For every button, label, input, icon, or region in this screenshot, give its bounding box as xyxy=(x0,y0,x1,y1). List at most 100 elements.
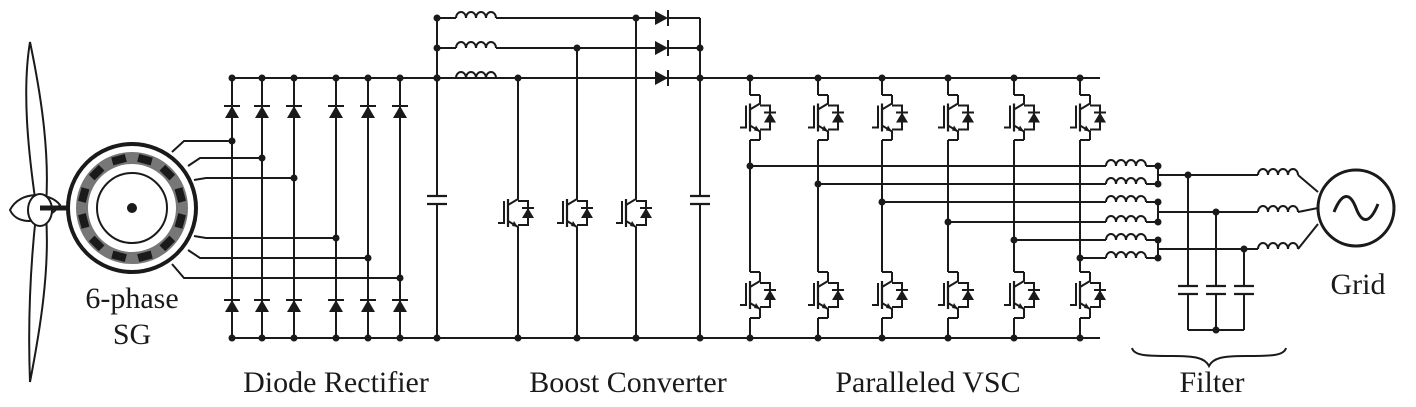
filter-brace xyxy=(1131,347,1287,369)
igbt-gate xyxy=(1070,283,1077,306)
junction-dot xyxy=(396,334,404,342)
diode xyxy=(286,299,302,312)
inductor xyxy=(1257,205,1299,213)
diode-triangle xyxy=(329,300,343,312)
junction-dot xyxy=(944,334,952,342)
igbt-collector xyxy=(1079,95,1091,111)
inductor xyxy=(1105,233,1147,241)
diode xyxy=(392,299,408,312)
diode-triangle xyxy=(255,300,269,312)
stator-slot xyxy=(78,213,90,229)
igbt-emitter xyxy=(947,302,959,318)
junction-dot xyxy=(228,74,236,82)
rectifier-label: Diode Rectifier xyxy=(243,366,429,399)
diode xyxy=(360,299,376,312)
diode-triangle xyxy=(225,300,239,312)
junction-dot xyxy=(514,74,522,82)
diode-triangle xyxy=(361,106,375,118)
igbt-switch xyxy=(872,95,908,140)
stator-slot xyxy=(88,235,105,252)
inductor xyxy=(455,41,497,49)
diode-triangle xyxy=(655,11,668,25)
inductor xyxy=(1105,195,1147,203)
igbt-emitter xyxy=(1013,124,1025,140)
igbt-diode-triangle xyxy=(896,290,908,300)
junction-dot xyxy=(1154,254,1162,262)
junction-dot xyxy=(258,74,266,82)
stator-slot xyxy=(159,164,176,181)
igbt-diode-triangle xyxy=(1028,112,1040,123)
junction-dot xyxy=(228,334,236,342)
turbine-blade-bottom xyxy=(28,214,48,383)
igbt-emitter xyxy=(1079,124,1091,140)
diode xyxy=(224,299,240,312)
inductor xyxy=(1105,215,1147,223)
igbt-emitter xyxy=(566,220,578,236)
vsc-label: Paralleled VSC xyxy=(835,366,1020,399)
diode xyxy=(286,105,302,118)
diode xyxy=(328,299,344,312)
diode-triangle xyxy=(361,300,375,312)
igbt-gate xyxy=(872,283,879,306)
junction-dot xyxy=(878,74,886,82)
igbt-collector xyxy=(1013,95,1025,111)
stator-core xyxy=(76,152,188,264)
junction-dot xyxy=(1212,326,1220,334)
diode-triangle xyxy=(287,300,301,312)
igbt-switch xyxy=(938,95,974,140)
igbt-switch xyxy=(1070,95,1106,140)
grid-wire xyxy=(1297,223,1319,250)
stator-slot xyxy=(137,250,153,262)
inductor xyxy=(1105,251,1147,259)
stator-slot xyxy=(137,154,153,166)
igbt-diode-triangle xyxy=(640,208,652,218)
igbt-collector xyxy=(947,95,959,111)
junction-dot xyxy=(878,334,886,342)
igbt-emitter xyxy=(1013,302,1025,318)
stator-slot xyxy=(111,154,127,166)
stator-slot xyxy=(159,235,176,252)
igbt-collector xyxy=(566,190,578,206)
circuit-wiring xyxy=(171,10,1319,342)
inductor xyxy=(1257,242,1299,250)
junction-dot xyxy=(1154,236,1162,244)
stator-slot xyxy=(78,187,90,203)
igbt-switch xyxy=(1070,272,1106,318)
igbt-emitter xyxy=(817,302,829,318)
igbt-diode-triangle xyxy=(962,112,974,123)
igbt-emitter xyxy=(881,302,893,318)
diode xyxy=(224,105,240,118)
inductor xyxy=(455,71,497,79)
igbt-collector xyxy=(817,95,829,111)
igbt-arrow xyxy=(1084,125,1090,132)
junction-dot xyxy=(514,334,522,342)
junction-dot xyxy=(1154,180,1162,188)
junction-dot xyxy=(433,44,441,52)
igbt-gate xyxy=(872,105,879,129)
diode-triangle xyxy=(225,106,239,118)
diode xyxy=(655,70,669,86)
igbt-switch xyxy=(1004,95,1040,140)
junction-dot xyxy=(944,74,952,82)
junction-dot xyxy=(332,334,340,342)
inductor xyxy=(1105,159,1147,167)
igbt-diode-triangle xyxy=(832,112,844,123)
igbt-collector xyxy=(881,272,893,288)
igbt-emitter xyxy=(817,124,829,140)
igbt-diode-triangle xyxy=(1094,112,1106,123)
diode xyxy=(655,40,669,56)
junction-dot xyxy=(696,44,704,52)
capacitor xyxy=(1206,284,1226,296)
igbt-switch xyxy=(740,95,776,140)
igbt-arrow xyxy=(1018,125,1024,132)
grid-wire xyxy=(1297,174,1319,193)
stator-slot xyxy=(88,164,105,181)
igbt-emitter xyxy=(507,220,519,236)
generator-phase-wire xyxy=(193,177,294,181)
capacitor xyxy=(1234,284,1254,296)
generator-phase-wire xyxy=(171,140,232,153)
igbt-diode-triangle xyxy=(832,290,844,300)
igbt-collector xyxy=(507,190,519,206)
igbt-gate xyxy=(616,201,623,224)
igbt-switch xyxy=(616,190,652,236)
